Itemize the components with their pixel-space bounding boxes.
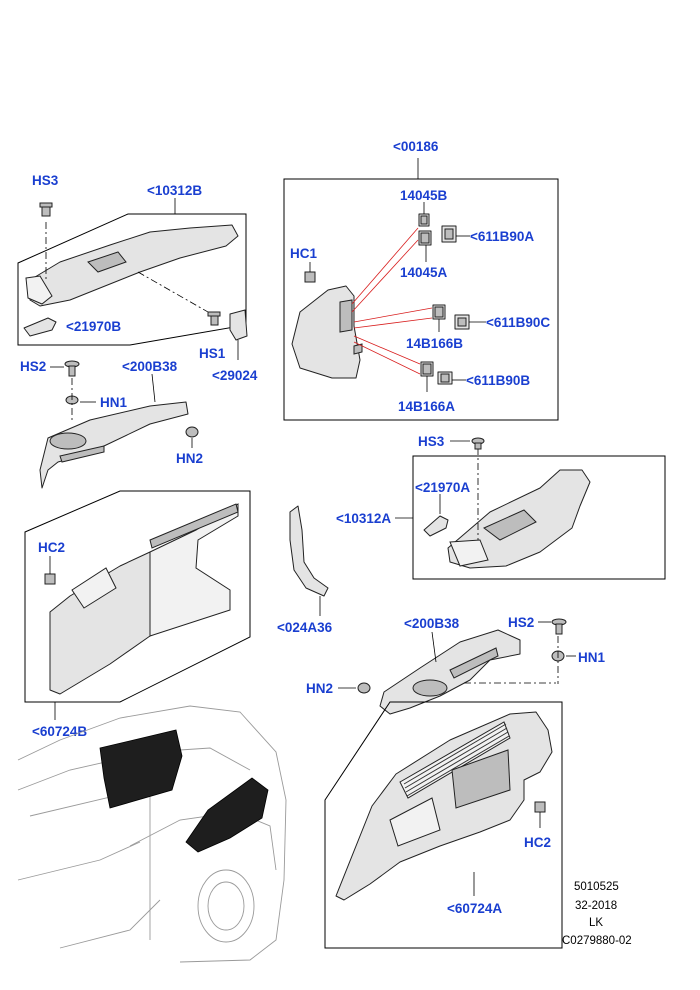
callout-box-00186 — [283, 178, 559, 421]
hn1-left-nut — [65, 378, 79, 420]
highlight-60724b-location — [99, 729, 183, 809]
label-14045b: 14045B — [400, 188, 448, 203]
dash-hs1 — [137, 271, 216, 317]
label-60724a: <60724A — [447, 901, 502, 916]
callout-box-60724a — [324, 701, 563, 949]
switch-14b166b — [432, 304, 446, 332]
switch-611b90b — [437, 371, 466, 385]
label-10312a: <10312A — [336, 511, 391, 526]
label-024a36: <024A36 — [277, 620, 333, 635]
switch-panel-00186 — [291, 285, 363, 379]
side-panel-60724b — [49, 503, 239, 695]
hc2-left-clip — [44, 556, 56, 585]
hs3-top-clip — [39, 202, 53, 217]
label-00186: <00186 — [393, 139, 439, 154]
console-trim-10312b-end — [25, 275, 53, 305]
console-trim-10312b — [29, 224, 239, 307]
label-14b166a: 14B166A — [398, 399, 455, 414]
label-hn1-left: HN1 — [100, 395, 127, 410]
switch-14045a — [418, 230, 432, 262]
label-29024: <29024 — [212, 368, 258, 383]
label-hc1: HC1 — [290, 246, 317, 261]
label-14045a: 14045A — [400, 265, 448, 280]
console-trim-10312b-group — [17, 198, 247, 346]
label-200b38-left: <200B38 — [122, 359, 178, 374]
hs2-right-screw — [551, 618, 567, 635]
label-200b38-right: <200B38 — [404, 616, 460, 631]
label-hn2-left: HN2 — [176, 451, 203, 466]
clip-21970a — [423, 515, 449, 537]
bracket-200b38-right — [379, 629, 521, 715]
label-611b90c: <611B90C — [486, 315, 550, 330]
reference-code-2: 32-2018 — [575, 900, 617, 912]
pillar-trim-024a36 — [289, 505, 329, 616]
hs1-screw — [207, 311, 221, 326]
hc1-clip — [304, 262, 316, 283]
label-hs3-right: HS3 — [418, 434, 445, 449]
bracket-200b38-left — [39, 373, 189, 489]
switch-611b90a — [441, 225, 470, 243]
reference-code-4: C0279880-02 — [562, 935, 632, 947]
label-hs2-right: HS2 — [508, 615, 534, 630]
switch-611b90c — [454, 314, 486, 330]
label-10312b: <10312B — [147, 183, 202, 198]
label-611b90a: <611B90A — [470, 229, 534, 244]
label-hn1-right: HN1 — [578, 650, 605, 665]
hc2-right-clip — [534, 801, 546, 828]
label-hs2-left: HS2 — [20, 359, 46, 374]
label-14b166b: 14B166B — [406, 336, 463, 351]
reference-code-1: 5010525 — [574, 881, 619, 893]
label-611b90b: <611B90B — [466, 373, 530, 388]
label-hc2-right: HC2 — [524, 835, 551, 850]
label-60724b: <60724B — [32, 724, 87, 739]
hn1-right-nut — [551, 636, 565, 684]
reference-code-3: LK — [589, 917, 603, 929]
label-hn2-right: HN2 — [306, 681, 333, 696]
callout-box-60724b — [24, 490, 251, 703]
console-trim-10312a — [447, 469, 591, 569]
hs3-right-screw — [471, 437, 485, 450]
label-21970b: <21970B — [66, 319, 121, 334]
clip-21970b — [23, 317, 57, 337]
hs2-left-screw — [64, 360, 80, 377]
callout-box-10312a — [412, 455, 666, 580]
switch-14b166a — [420, 361, 434, 392]
bracket-29024 — [229, 309, 248, 360]
red-assembly-lines — [351, 227, 433, 375]
label-hc2-left: HC2 — [38, 540, 65, 555]
grille-60724a — [403, 723, 510, 797]
hn2-right-nut — [357, 682, 371, 694]
label-hs3-top: HS3 — [32, 173, 59, 188]
side-panel-60724a — [335, 711, 553, 901]
label-21970a: <21970A — [415, 480, 470, 495]
console-trim-10312b-recess — [87, 251, 127, 273]
highlight-60724a-location — [185, 777, 269, 853]
hn2-left-nut — [185, 426, 199, 448]
label-hs1: HS1 — [199, 346, 226, 361]
switch-14045b — [418, 202, 430, 227]
hs3-top-head — [39, 202, 53, 208]
